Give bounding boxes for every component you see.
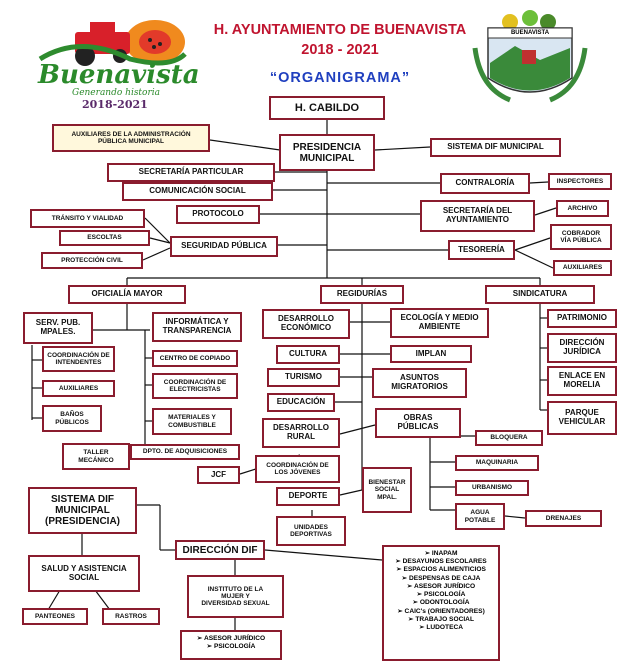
- node-archivo[interactable]: ARCHIVO: [556, 200, 609, 217]
- page-title: H. AYUNTAMIENTO DE BUENAVISTA: [213, 22, 467, 38]
- node-coord-intendentes[interactable]: COORDINACIÓN DE INTENDENTES: [42, 346, 115, 372]
- node-rastros[interactable]: RASTROS: [102, 608, 160, 625]
- crest-icon: [472, 10, 588, 103]
- node-coord-electricistas[interactable]: COORDINACIÓN DE ELECTRICISTAS: [152, 373, 238, 399]
- node-oficialia[interactable]: OFICIALÍA MAYOR: [68, 285, 186, 304]
- node-sindicatura[interactable]: SINDICATURA: [485, 285, 595, 304]
- node-escoltas[interactable]: ESCOLTAS: [59, 230, 150, 246]
- node-cobrador[interactable]: COBRADOR VÍA PÚBLICA: [550, 224, 612, 250]
- node-taller[interactable]: TALLER MECÁNICO: [62, 443, 130, 470]
- node-centro-copiado[interactable]: CENTRO DE COPIADO: [152, 350, 238, 367]
- service-item: ➢ ASESOR JURÍDICO: [406, 582, 476, 590]
- node-implan[interactable]: IMPLAN: [390, 345, 472, 363]
- logo-years: 2018-2021: [82, 98, 148, 111]
- node-regidurias[interactable]: REGIDURÍAS: [320, 285, 404, 304]
- node-bienestar[interactable]: BIENESTAR SOCIAL MPAL.: [362, 467, 412, 513]
- node-informatica[interactable]: INFORMÁTICA Y TRANSPARENCIA: [152, 312, 242, 342]
- node-direccion-dif[interactable]: DIRECCIÓN DIF: [175, 540, 265, 560]
- node-ecologia[interactable]: ECOLOGÍA Y MEDIO AMBIENTE: [390, 308, 489, 338]
- node-des-economico[interactable]: DESARROLLO ECONÓMICO: [262, 309, 350, 339]
- crest-banner: BUENAVISTA: [510, 30, 550, 36]
- node-inspectores[interactable]: INSPECTORES: [548, 173, 612, 190]
- node-agua[interactable]: AGUA POTABLE: [455, 503, 505, 530]
- tractor-papaya-icon: [38, 20, 187, 66]
- node-instituto-mujer[interactable]: INSTITUTO DE LA MUJER Y DIVERSIDAD SEXUA…: [187, 575, 284, 618]
- node-auxiliares-tes[interactable]: AUXILIARES: [553, 260, 612, 276]
- node-tesoreria[interactable]: TESORERÍA: [448, 240, 515, 260]
- service-item: ➢ ASESOR JURÍDICO: [196, 635, 266, 642]
- node-auxiliares-admin[interactable]: AUXILIARES DE LA ADMINISTRACIÓN PÚBLICA …: [52, 124, 210, 152]
- service-item: ➢ CAIC's (ORIENTADORES): [397, 607, 485, 615]
- node-bloquera[interactable]: BLOQUERA: [475, 430, 543, 446]
- node-panteones[interactable]: PANTEONES: [22, 608, 88, 625]
- service-item: ➢ DESAYUNOS ESCOLARES: [395, 558, 487, 566]
- node-adquisiciones[interactable]: DPTO. DE ADQUISICIONES: [130, 444, 240, 460]
- node-turismo[interactable]: TURISMO: [267, 368, 340, 387]
- node-deporte[interactable]: DEPORTE: [276, 487, 340, 506]
- node-materiales[interactable]: MATERIALES Y COMBUSTIBLE: [152, 408, 232, 435]
- node-drenajes[interactable]: DRENAJES: [525, 510, 602, 527]
- node-contraloria[interactable]: CONTRALORÍA: [440, 173, 530, 194]
- node-salud[interactable]: SALUD Y ASISTENCIA SOCIAL: [28, 555, 140, 592]
- node-urbanismo[interactable]: URBANISMO: [455, 480, 529, 496]
- node-dif-municipal[interactable]: SISTEMA DIF MUNICIPAL: [430, 138, 561, 157]
- node-sec-particular[interactable]: SECRETARÍA PARTICULAR: [107, 163, 275, 182]
- buenavista-logo: Buenavista Generando historia 2018-2021: [20, 14, 205, 111]
- node-com-social[interactable]: COMUNICACIÓN SOCIAL: [122, 182, 273, 201]
- service-item: ➢ DESPENSAS DE CAJA: [401, 574, 481, 582]
- node-parque[interactable]: PARQUE VEHICULAR: [547, 401, 617, 435]
- node-transito[interactable]: TRÁNSITO Y VIALIDAD: [30, 209, 145, 228]
- period: 2018 - 2021: [301, 42, 379, 58]
- node-banos[interactable]: BAÑOS PÚBLICOS: [42, 405, 102, 432]
- node-patrimonio[interactable]: PATRIMONIO: [547, 309, 617, 328]
- node-proteccion-civil[interactable]: PROTECCIÓN CIVIL: [41, 252, 143, 269]
- node-educacion[interactable]: EDUCACIÓN: [267, 393, 335, 412]
- service-item: ➢ TRABAJO SOCIAL: [408, 615, 474, 623]
- logo-slogan: Generando historia: [72, 88, 161, 98]
- node-jcf[interactable]: JCF: [197, 466, 240, 484]
- node-serv-pub[interactable]: SERV. PUB. MPALES.: [23, 312, 93, 344]
- node-dif-presidencia[interactable]: SISTEMA DIF MUNICIPAL (PRESIDENCIA): [28, 487, 137, 534]
- municipal-crest: BUENAVISTA: [470, 8, 590, 106]
- service-item: ➢ PSICOLOGÍA: [206, 643, 256, 651]
- service-item: ➢ LUDOTECA: [419, 624, 463, 632]
- node-obras[interactable]: OBRAS PÚBLICAS: [375, 408, 461, 438]
- dif-services-list: ➢ INAPAM➢ DESAYUNOS ESCOLARES➢ ESPACIOS …: [382, 545, 500, 661]
- node-sec-ayuntamiento[interactable]: SECRETARÍA DEL AYUNTAMIENTO: [420, 200, 535, 232]
- node-dir-juridica[interactable]: DIRECCIÓN JURÍDICA: [547, 333, 617, 363]
- node-unidades[interactable]: UNIDADES DEPORTIVAS: [276, 516, 346, 546]
- node-seguridad[interactable]: SEGURIDAD PÚBLICA: [170, 236, 278, 257]
- node-enlace[interactable]: ENLACE EN MORELIA: [547, 366, 617, 396]
- node-des-rural[interactable]: DESARROLLO RURAL: [262, 418, 340, 448]
- node-cultura[interactable]: CULTURA: [276, 345, 340, 364]
- subtitle: “ORGANIGRAMA”: [269, 70, 411, 86]
- service-item: ➢ ESPACIOS ALIMENTICIOS: [396, 566, 486, 574]
- node-maquinaria[interactable]: MAQUINARIA: [455, 455, 539, 471]
- logo-name: Buenavista: [38, 60, 200, 90]
- mujer-services-list: ➢ ASESOR JURÍDICO➢ PSICOLOGÍA: [180, 630, 282, 660]
- node-cabildo[interactable]: H. CABILDO: [269, 96, 385, 120]
- node-presidencia[interactable]: PRESIDENCIA MUNICIPAL: [279, 134, 375, 171]
- node-migratorios[interactable]: ASUNTOS MIGRATORIOS: [372, 368, 467, 398]
- service-item: ➢ INAPAM: [424, 550, 458, 557]
- node-protocolo[interactable]: PROTOCOLO: [176, 205, 260, 224]
- service-item: ➢ ODONTOLOGÍA: [412, 599, 470, 607]
- node-auxiliares-om[interactable]: AUXILIARES: [42, 380, 115, 397]
- service-item: ➢ PSICOLOGÍA: [416, 591, 466, 599]
- node-coord-jovenes[interactable]: COORDINACIÓN DE LOS JÓVENES: [255, 455, 340, 483]
